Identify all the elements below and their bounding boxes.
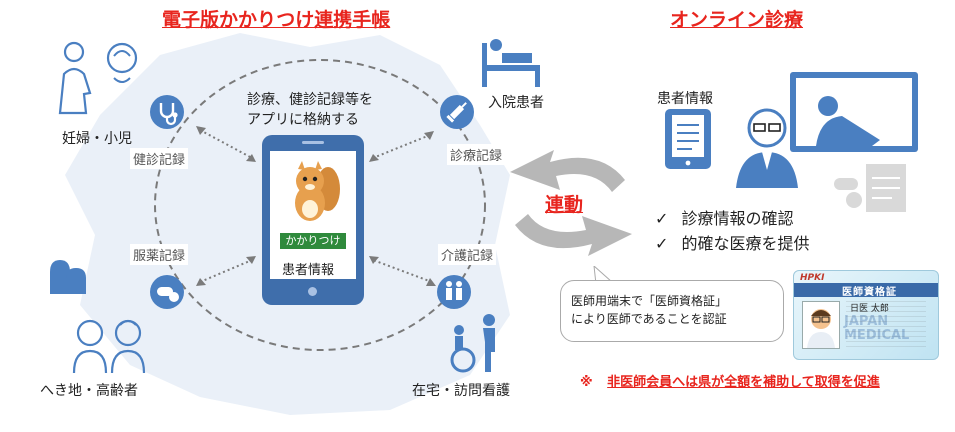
group-pregnant: 妊婦・小児	[62, 131, 132, 147]
doctor-qualification-card: HPKI 医師資格証 日医 太郎 JAPAN MEDICAL	[793, 270, 939, 360]
bubble-text: 医師用端末で「医師資格証」 により医師であることを認証	[571, 292, 727, 328]
left-title: 電子版かかりつけ連携手帳	[162, 9, 391, 31]
check-item: ✓ 診療情報の確認	[655, 205, 794, 229]
sync-arrows-icon	[510, 150, 632, 256]
card-photo	[802, 301, 840, 349]
app-name-badge: かかりつけ	[280, 233, 346, 249]
doctor-avatar-icon	[807, 309, 835, 348]
record-nursing: 介護記録	[438, 244, 497, 265]
phone-screen: かかりつけ 患者情報	[270, 151, 356, 279]
smartphone: かかりつけ 患者情報	[262, 135, 364, 305]
elderly-couple-icon	[72, 319, 146, 374]
check-text: 的確な医療を提供	[681, 234, 810, 253]
bubble-tail	[593, 266, 613, 284]
mountain-icon	[50, 260, 86, 294]
link-label: 連動	[545, 194, 584, 216]
footnote-mark: ※	[580, 375, 593, 390]
right-title: オンライン診療	[670, 9, 804, 31]
footnote: ※ 非医師会員へは県が全額を補助して取得を促進	[580, 371, 880, 390]
center-note: 診療、健診記録等を アプリに格納する	[243, 90, 377, 130]
card-watermark: JAPAN MEDICAL	[844, 315, 934, 343]
record-medication: 服薬記録	[130, 244, 189, 265]
caregiver-icon	[437, 275, 471, 309]
phone-info-label: 患者情報	[282, 263, 335, 278]
card-name: 日医 太郎	[850, 301, 889, 314]
footnote-text: 非医師会員へは県が全額を補助して取得を促進	[607, 375, 880, 390]
check-item: ✓ 的確な医療を提供	[655, 230, 810, 254]
bubble-line: 医師用端末で「医師資格証」	[571, 294, 728, 308]
check-icon: ✓	[655, 209, 669, 228]
record-checkup: 健診記録	[130, 148, 189, 169]
phone-speaker	[302, 141, 324, 144]
phone-home-button	[308, 287, 317, 296]
check-text: 診療情報の確認	[681, 209, 794, 228]
wheelchair-care-icon	[450, 314, 495, 373]
pregnant-woman-baby-icon	[58, 41, 138, 115]
telemedicine-doctor-icon	[736, 72, 918, 188]
check-icon: ✓	[655, 234, 669, 253]
card-title: 医師資格証	[842, 287, 897, 298]
inpatient-bed-icon	[482, 39, 540, 87]
center-note-line: 診療、健診記録等を	[247, 92, 373, 108]
group-homecare: 在宅・訪問看護	[412, 383, 510, 399]
card-logo: HPKI	[800, 273, 825, 283]
record-treatment: 診療記録	[447, 144, 506, 165]
center-note-line: アプリに格納する	[247, 112, 359, 128]
speech-bubble: 医師用端末で「医師資格証」 により医師であることを認証	[560, 280, 784, 342]
group-inpatient: 入院患者	[488, 95, 544, 111]
tablet-document-icon	[665, 109, 711, 169]
stethoscope-icon	[150, 95, 184, 129]
group-remote: へき地・高齢者	[40, 383, 138, 399]
dashed-ring	[154, 59, 486, 351]
bubble-line: により医師であることを認証	[571, 312, 727, 326]
pill-icon	[150, 275, 184, 309]
prescription-pills-icon	[834, 164, 906, 212]
squirrel-mascot-icon	[295, 161, 340, 221]
online-patient-info: 患者情報	[657, 91, 713, 107]
syringe-icon	[440, 95, 474, 129]
